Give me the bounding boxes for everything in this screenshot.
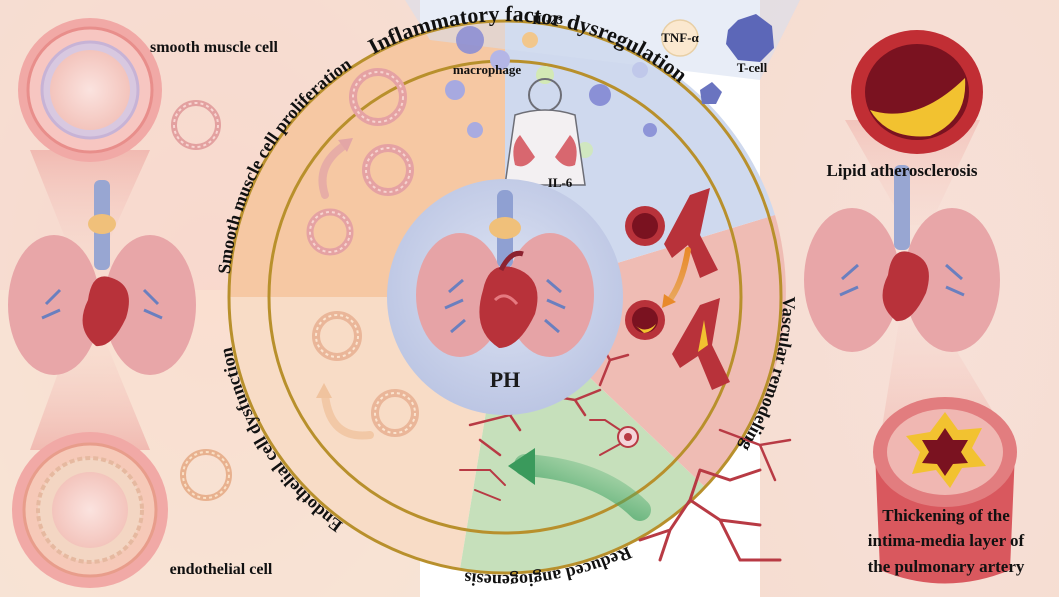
label-il23: IL-23 <box>532 12 564 27</box>
left-lungs-heart-icon <box>8 180 196 375</box>
lipid-artery-cross-section <box>851 30 983 154</box>
thickened-artery-illustration <box>873 397 1017 584</box>
smooth-muscle-vessel-illustration <box>18 18 162 162</box>
label-tcell: T-cell <box>737 60 768 75</box>
label-thickening-line-3: the pulmonary artery <box>868 557 1025 576</box>
outer-ring <box>227 19 783 575</box>
patient-silhouette <box>504 78 586 186</box>
endothelial-vessel-illustration <box>12 432 168 588</box>
label-smooth-muscle-cell: smooth muscle cell <box>150 39 279 56</box>
tnf-cell <box>661 19 699 57</box>
endothelial-sector-art <box>312 311 419 440</box>
label-il6: IL-6 <box>548 175 573 190</box>
label-lipid-atherosclerosis: Lipid atherosclerosis <box>827 161 978 180</box>
label-thickening-line-2: intima-media layer of <box>868 531 1025 550</box>
smooth-muscle-sector-art <box>306 68 414 256</box>
center-circle <box>387 179 623 415</box>
label-tnf: TNF-α <box>661 30 699 45</box>
t-cell-shape <box>726 14 774 62</box>
left-small-rings <box>171 100 232 501</box>
center-lungs-heart-icon <box>416 190 594 357</box>
label-macrophage: macrophage <box>453 62 522 77</box>
right-lungs-heart-icon <box>804 165 1000 352</box>
angiogenesis-sector-art <box>459 338 792 562</box>
label-thickening-line-1: Thickening of the <box>882 506 1010 525</box>
center-label: PH <box>490 367 521 392</box>
vascular-sector-art <box>625 188 730 390</box>
green-arrow <box>508 448 651 521</box>
label-endothelial-cell: endothelial cell <box>170 561 273 578</box>
